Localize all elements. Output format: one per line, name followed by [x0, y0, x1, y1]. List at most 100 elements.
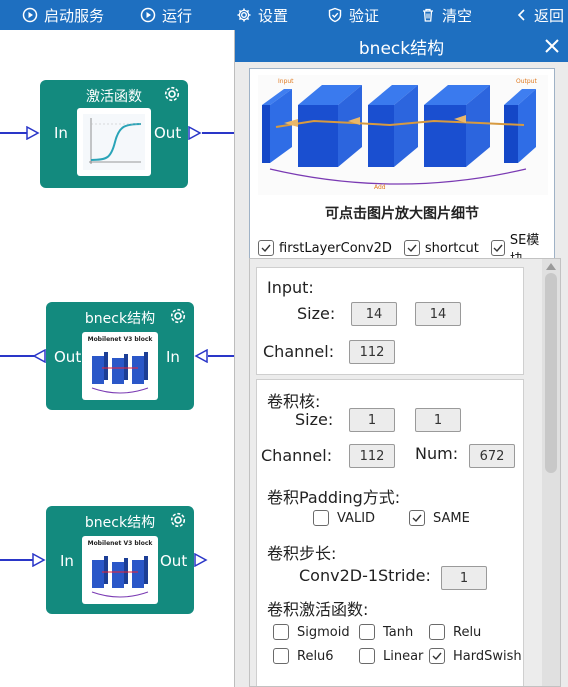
checkbox-box[interactable]: [258, 240, 274, 256]
in-port-label: In: [166, 348, 180, 366]
input-size-height-field[interactable]: 14: [351, 302, 397, 326]
connection-wire: [208, 355, 234, 357]
checkbox-box[interactable]: [409, 510, 425, 526]
gear-icon[interactable]: [162, 84, 182, 104]
node-title: bneck结构: [84, 311, 156, 327]
activation-sigmoid-checkbox[interactable]: Sigmoid: [273, 624, 350, 640]
play-circle-icon: [22, 7, 38, 23]
scrollbar-thumb[interactable]: [545, 273, 557, 473]
trash-icon: [420, 7, 436, 23]
output-port-arrow-icon[interactable]: [32, 349, 46, 363]
settings-button[interactable]: 设置: [236, 0, 288, 30]
thumbnail-caption: Mobilenet V3 block: [87, 540, 153, 547]
graph-canvas[interactable]: 激活函数 In Out bneck结构 Out In Mobilenet V3 …: [0, 30, 234, 687]
sigmoid-thumbnail: [77, 108, 151, 176]
clear-label: 清空: [442, 6, 473, 25]
checkbox-label: SAME: [433, 510, 470, 526]
panel-title: bneck结构: [358, 38, 445, 59]
architecture-image-card: Input Output: [249, 68, 555, 284]
kernel-size-width-field[interactable]: 1: [415, 408, 461, 432]
checkbox-box[interactable]: [403, 240, 420, 256]
bneck-node[interactable]: bneck结构 Out In Mobilenet V3 block: [46, 302, 194, 410]
clear-button[interactable]: 清空: [420, 0, 472, 30]
activation-relu-checkbox[interactable]: Relu: [429, 624, 481, 640]
checkbox-box[interactable]: [429, 648, 445, 664]
output-port-arrow-icon[interactable]: [188, 126, 202, 140]
in-port-label: In: [60, 552, 74, 570]
chevron-left-icon: [514, 7, 530, 23]
activation-function-node[interactable]: 激活函数 In Out: [40, 80, 188, 188]
run-label: 运行: [162, 6, 193, 25]
diagram-add-label: Add: [374, 184, 386, 191]
settings-label: 设置: [258, 6, 289, 25]
architecture-diagram-image[interactable]: Input Output: [258, 75, 548, 195]
parameter-scroll-area[interactable]: Input: Size: 14 14 Channel: 112 卷积核: Siz…: [249, 258, 561, 687]
connection-wire: [0, 559, 34, 561]
out-port-label: Out: [160, 552, 188, 570]
checkbox-label: Relu6: [297, 648, 334, 664]
mobilenet-block-thumbnail: Mobilenet V3 block: [82, 536, 158, 604]
diagram-output-label: Output: [516, 78, 537, 85]
gear-icon: [236, 7, 252, 23]
checkbox-box[interactable]: [359, 624, 375, 640]
gear-icon[interactable]: [168, 510, 188, 530]
input-port-arrow-icon[interactable]: [194, 349, 208, 363]
stride-label: Conv2D-1Stride:: [299, 566, 431, 585]
input-port-arrow-icon[interactable]: [26, 126, 40, 140]
connection-wire: [0, 355, 34, 357]
back-button[interactable]: 返回: [514, 0, 564, 30]
stride-field[interactable]: 1: [441, 566, 487, 590]
input-port-arrow-icon[interactable]: [32, 553, 46, 567]
kernel-channel-field[interactable]: 112: [349, 444, 395, 468]
node-title: 激活函数: [86, 89, 142, 105]
top-toolbar: 启动服务 运行 设置 验证 清空 返回: [0, 0, 568, 30]
run-button[interactable]: 运行: [140, 0, 192, 30]
kernel-section: 卷积核: Size: 1 1 Channel: 112 Num: 672 卷积P…: [256, 379, 524, 686]
checkbox-box[interactable]: [273, 624, 289, 640]
kernel-num-label: Num:: [415, 444, 459, 463]
block-options-row: firstLayerConv2D shortcut SE模块: [258, 229, 554, 267]
input-channel-field[interactable]: 112: [349, 340, 395, 364]
gear-icon[interactable]: [168, 306, 188, 326]
scroll-up-arrow-icon[interactable]: [546, 263, 556, 270]
first-layer-conv2d-checkbox[interactable]: firstLayerConv2D: [258, 240, 392, 256]
activation-relu6-checkbox[interactable]: Relu6: [273, 648, 334, 664]
diagram-input-label: Input: [278, 78, 294, 85]
play-circle-icon: [140, 7, 156, 23]
checkbox-box[interactable]: [313, 510, 329, 526]
output-port-arrow-icon[interactable]: [194, 553, 208, 567]
checkbox-box[interactable]: [429, 624, 445, 640]
checkbox-label: Tanh: [383, 624, 414, 640]
vertical-scrollbar[interactable]: [542, 259, 560, 686]
activation-tanh-checkbox[interactable]: Tanh: [359, 624, 413, 640]
activation-hardswish-checkbox[interactable]: HardSwish: [429, 648, 522, 664]
kernel-num-field[interactable]: 672: [469, 444, 515, 468]
panel-header: bneck结构: [235, 30, 568, 62]
checkbox-box[interactable]: [490, 240, 505, 256]
input-heading: Input:: [267, 278, 314, 297]
checkbox-box[interactable]: [273, 648, 289, 664]
out-port-label: Out: [54, 348, 82, 366]
checkbox-label: Sigmoid: [297, 624, 350, 640]
input-size-label: Size:: [297, 304, 336, 323]
in-port-label: In: [54, 124, 68, 142]
node-title: bneck结构: [84, 515, 156, 531]
checkbox-label: Linear: [383, 648, 424, 664]
verify-label: 验证: [349, 6, 380, 25]
close-icon[interactable]: [542, 36, 562, 56]
start-service-button[interactable]: 启动服务: [22, 0, 104, 30]
properties-panel: bneck结构 Input Output: [234, 30, 568, 687]
activation-linear-checkbox[interactable]: Linear: [359, 648, 423, 664]
verify-button[interactable]: 验证: [327, 0, 379, 30]
shortcut-checkbox[interactable]: shortcut: [403, 240, 479, 256]
kernel-size-height-field[interactable]: 1: [349, 408, 395, 432]
checkbox-label: HardSwish: [453, 648, 522, 664]
padding-same-checkbox[interactable]: SAME: [409, 510, 470, 526]
padding-valid-checkbox[interactable]: VALID: [313, 510, 375, 526]
kernel-size-label: Size:: [295, 410, 334, 429]
checkbox-box[interactable]: [359, 648, 375, 664]
bneck-node[interactable]: bneck结构 In Out Mobilenet V3 block: [46, 506, 194, 614]
checkbox-label: Relu: [453, 624, 482, 640]
input-size-width-field[interactable]: 14: [415, 302, 461, 326]
thumbnail-caption: Mobilenet V3 block: [87, 336, 153, 343]
